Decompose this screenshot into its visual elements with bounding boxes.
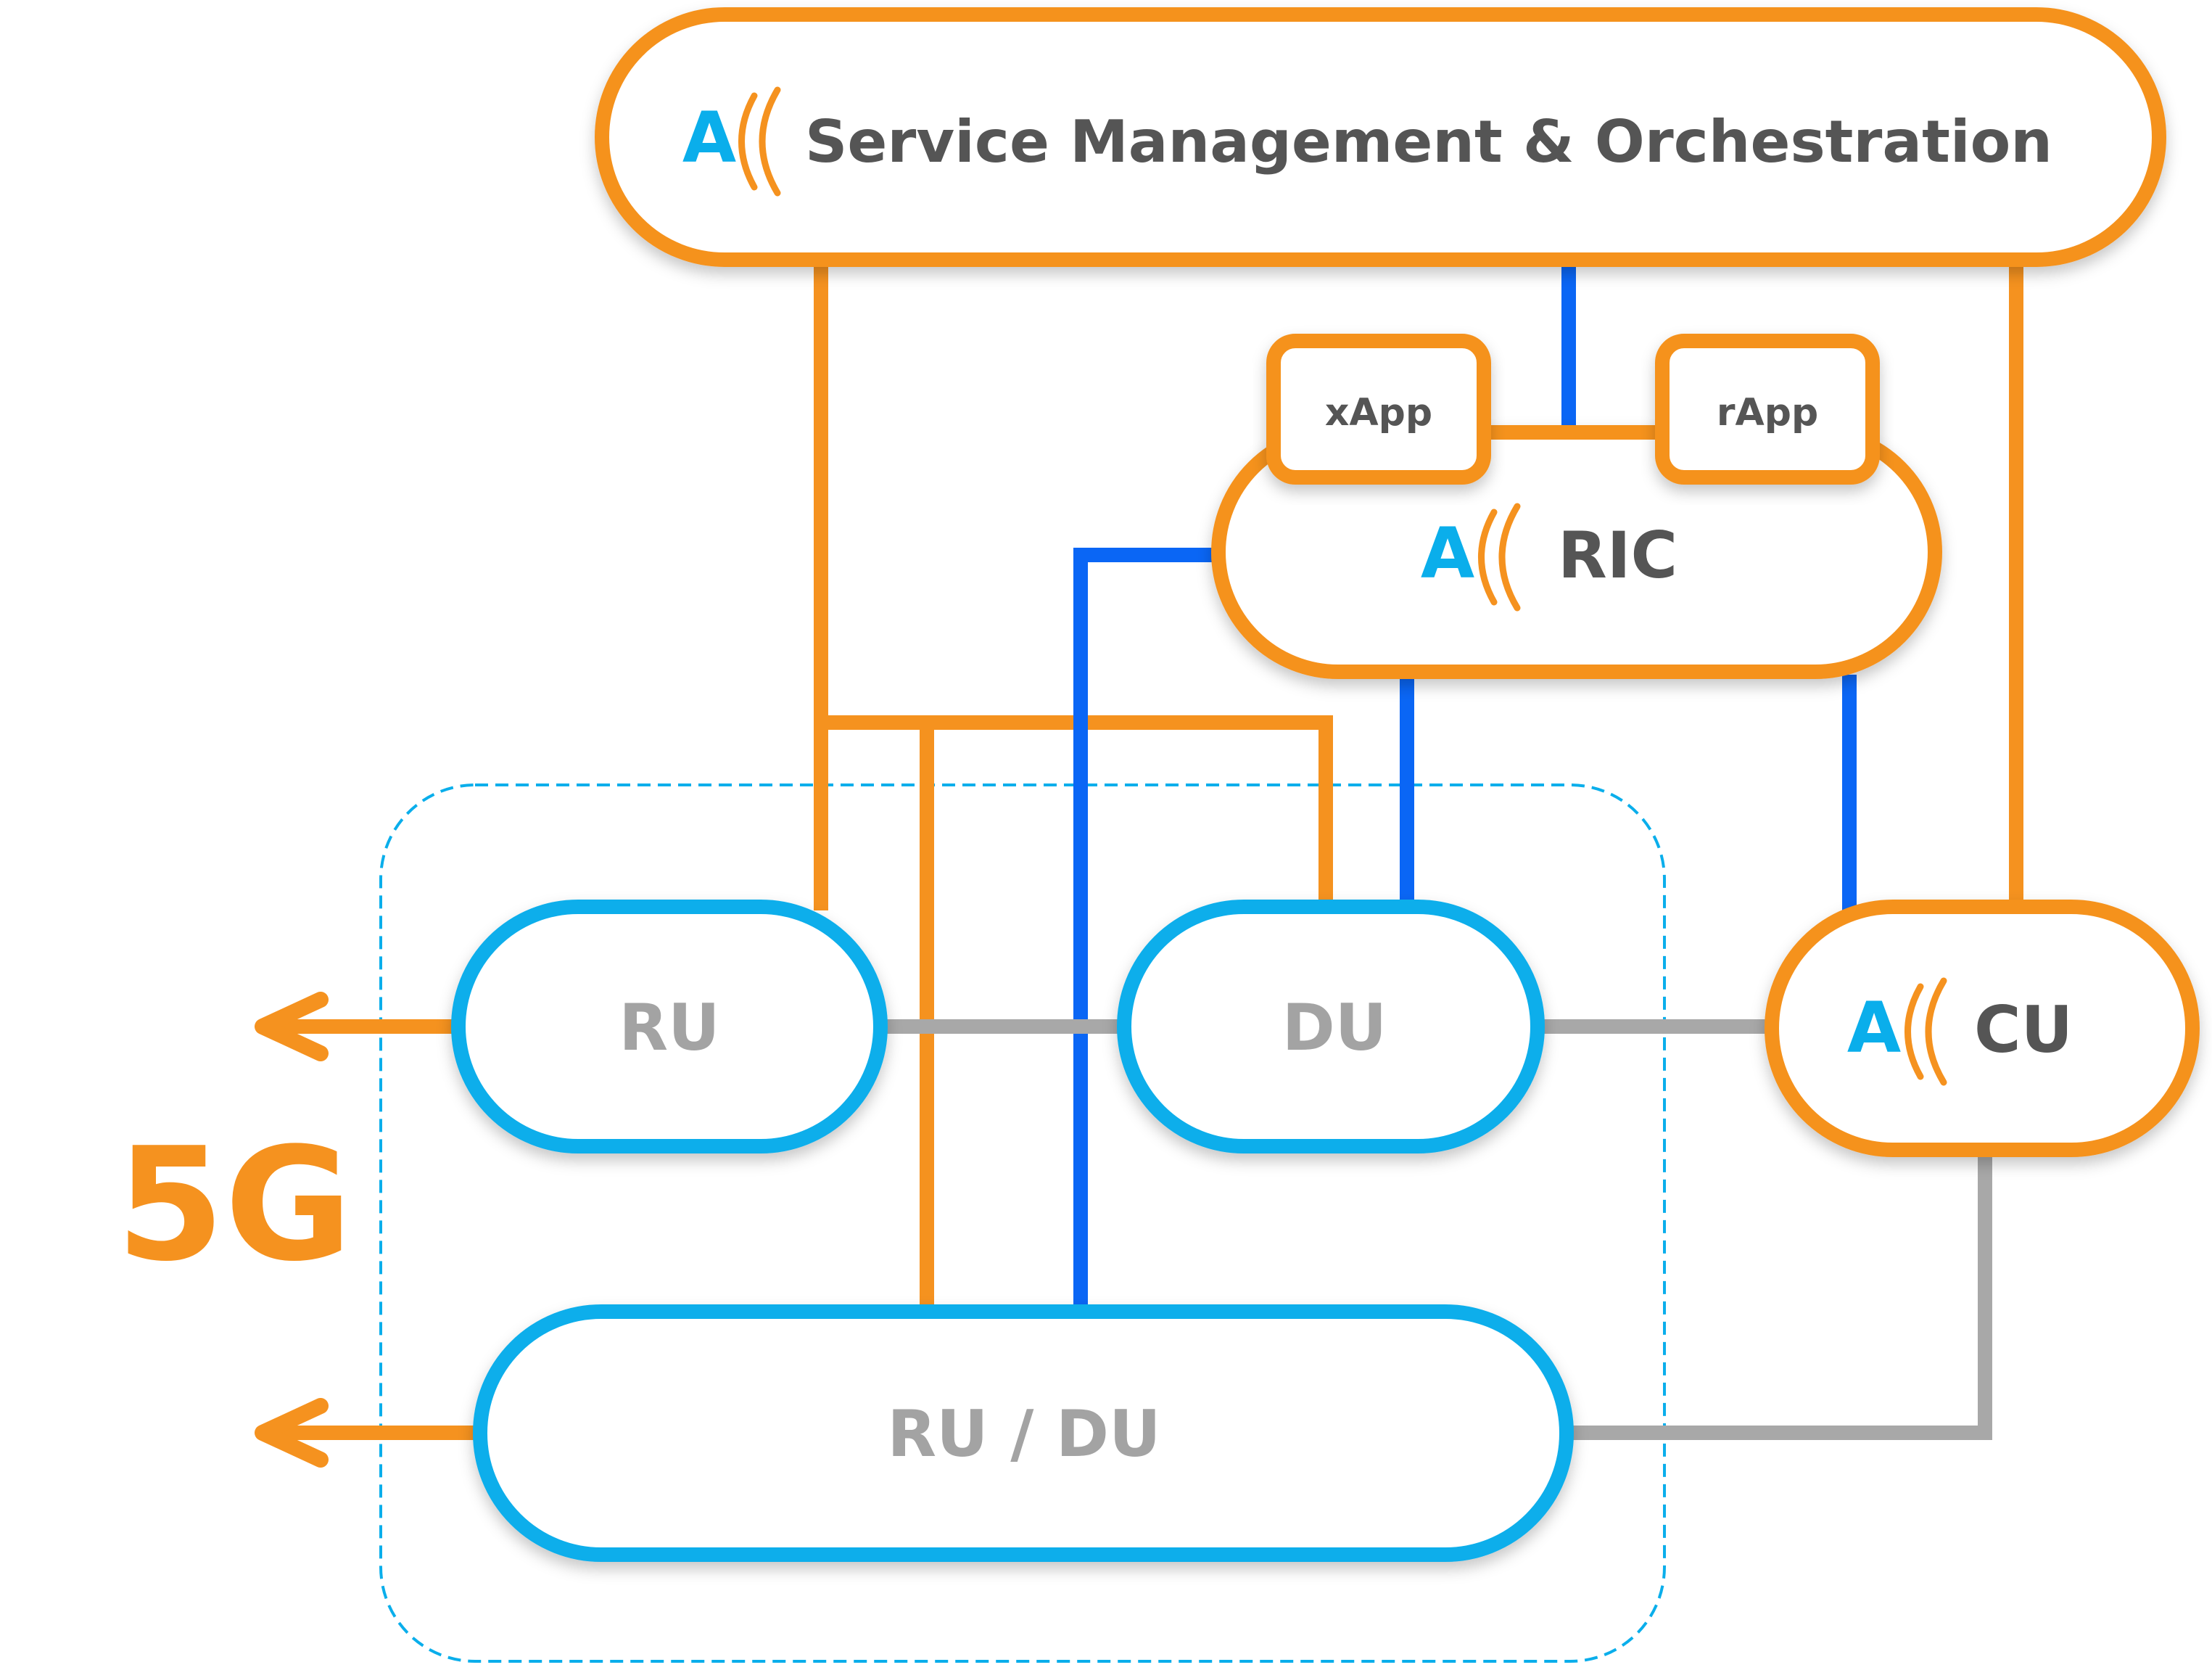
rudu-radio-arrow-icon (255, 1398, 329, 1468)
ru-radio-arrow-icon (255, 992, 329, 1061)
ric-label: RIC (1558, 518, 1677, 593)
xapp-node[interactable]: xApp (1266, 334, 1491, 485)
cu-label: CU (1974, 992, 2073, 1067)
svg-text:A: A (682, 97, 736, 178)
ran-dashed-region (379, 783, 1666, 1663)
rudu-label: RU / DU (887, 1397, 1160, 1471)
smo-label: Service Management & Orchestration (805, 108, 2052, 176)
cu-to-rudu-line (1567, 1157, 1992, 1440)
rapp-node[interactable]: rApp (1655, 334, 1880, 485)
ru-label: RU (619, 990, 719, 1065)
ric-logo-icon: A (1421, 503, 1521, 612)
smo-logo-icon: A (682, 86, 781, 197)
ric-node[interactable]: A RIC (1211, 425, 1942, 679)
du-label: DU (1282, 990, 1387, 1065)
orange-bus-to-du-line (821, 715, 1333, 910)
ric-to-rudu-line (1073, 548, 1218, 1306)
ru-node[interactable]: RU (451, 900, 888, 1153)
du-node[interactable]: DU (1117, 900, 1545, 1153)
cu-node[interactable]: A CU (1765, 900, 2200, 1157)
generation-label: 5G (116, 1114, 352, 1296)
cu-logo-icon: A (1847, 977, 1947, 1086)
smo-node[interactable]: A Service Management & Orchestration (595, 7, 2166, 267)
xapp-label: xApp (1325, 391, 1432, 435)
svg-text:A: A (1847, 987, 1901, 1069)
rapp-label: rApp (1717, 391, 1818, 435)
svg-text:A: A (1421, 513, 1474, 594)
rudu-node[interactable]: RU / DU (473, 1304, 1574, 1562)
